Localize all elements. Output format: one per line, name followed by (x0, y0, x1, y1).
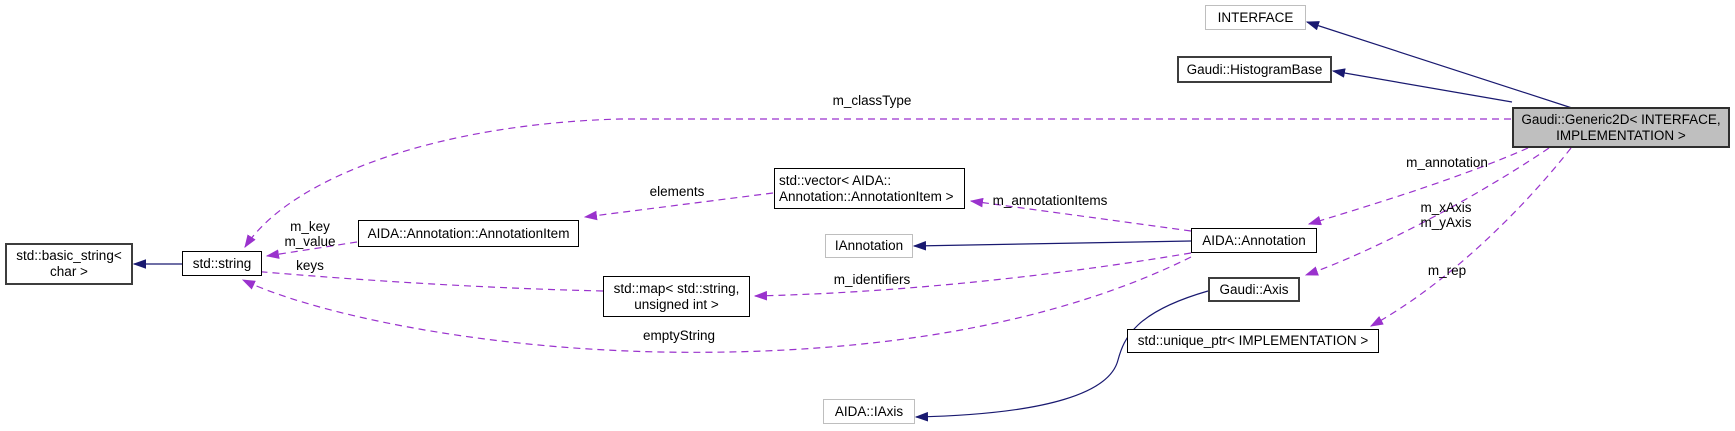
node-iannotation: IAnnotation (825, 234, 913, 258)
edge-elements (583, 192, 774, 221)
edge-label-m-xaxis-yaxis: m_xAxis m_yAxis (1420, 200, 1472, 230)
edge-m-identifiers (753, 252, 1192, 301)
edge-generic2d-to-histogrambase (1331, 68, 1513, 103)
edge-axis-to-iaxis (914, 290, 1209, 422)
node-std-map[interactable]: std::map< std::string, unsigned int > (603, 276, 750, 317)
edge-label-m-classtype: m_classType (832, 93, 912, 108)
edge-m-annotationitems (969, 197, 1192, 232)
node-gaudi-histogrambase[interactable]: Gaudi::HistogramBase (1177, 56, 1332, 83)
edge-label-m-key-value: m_key m_value (284, 219, 336, 249)
edge-label-elements: elements (649, 184, 705, 199)
edge-label-m-annotationitems: m_annotationItems (992, 193, 1108, 208)
node-std-string[interactable]: std::string (182, 251, 262, 276)
edge-m-xaxis-yaxis (1304, 147, 1550, 276)
edge-label-m-rep: m_rep (1427, 263, 1467, 278)
node-gaudi-axis[interactable]: Gaudi::Axis (1208, 277, 1300, 302)
node-std-vector-annotationitem[interactable]: std::vector< AIDA:: Annotation::Annotati… (774, 168, 965, 209)
node-aida-annotation-annotationitem[interactable]: AIDA::Annotation::AnnotationItem (358, 220, 579, 247)
edge-m-key-value (265, 241, 358, 259)
node-aida-annotation[interactable]: AIDA::Annotation (1191, 228, 1317, 253)
edge-emptystring (241, 256, 1192, 353)
edge-label-emptystring: emptyString (642, 328, 716, 343)
edge-m-rep (1369, 147, 1572, 327)
edge-label-keys: keys (296, 258, 324, 273)
node-std-basic-string[interactable]: std::basic_string< char > (5, 243, 133, 285)
node-std-unique-ptr[interactable]: std::unique_ptr< IMPLEMENTATION > (1127, 329, 1379, 353)
edge-generic2d-to-interface (1305, 21, 1573, 109)
node-aida-iaxis: AIDA::IAxis (823, 399, 915, 424)
node-interface: INTERFACE (1205, 5, 1306, 30)
edge-m-annotation (1307, 147, 1529, 226)
edge-label-m-identifiers: m_identifiers (833, 272, 911, 287)
edge-annotation-to-iannotation (912, 240, 1192, 251)
edge-m-classtype (244, 118, 1511, 248)
node-gaudi-generic2d: Gaudi::Generic2D< INTERFACE, IMPLEMENTAT… (1512, 107, 1730, 148)
edge-keys (239, 266, 604, 292)
edge-label-m-annotation: m_annotation (1406, 155, 1488, 170)
